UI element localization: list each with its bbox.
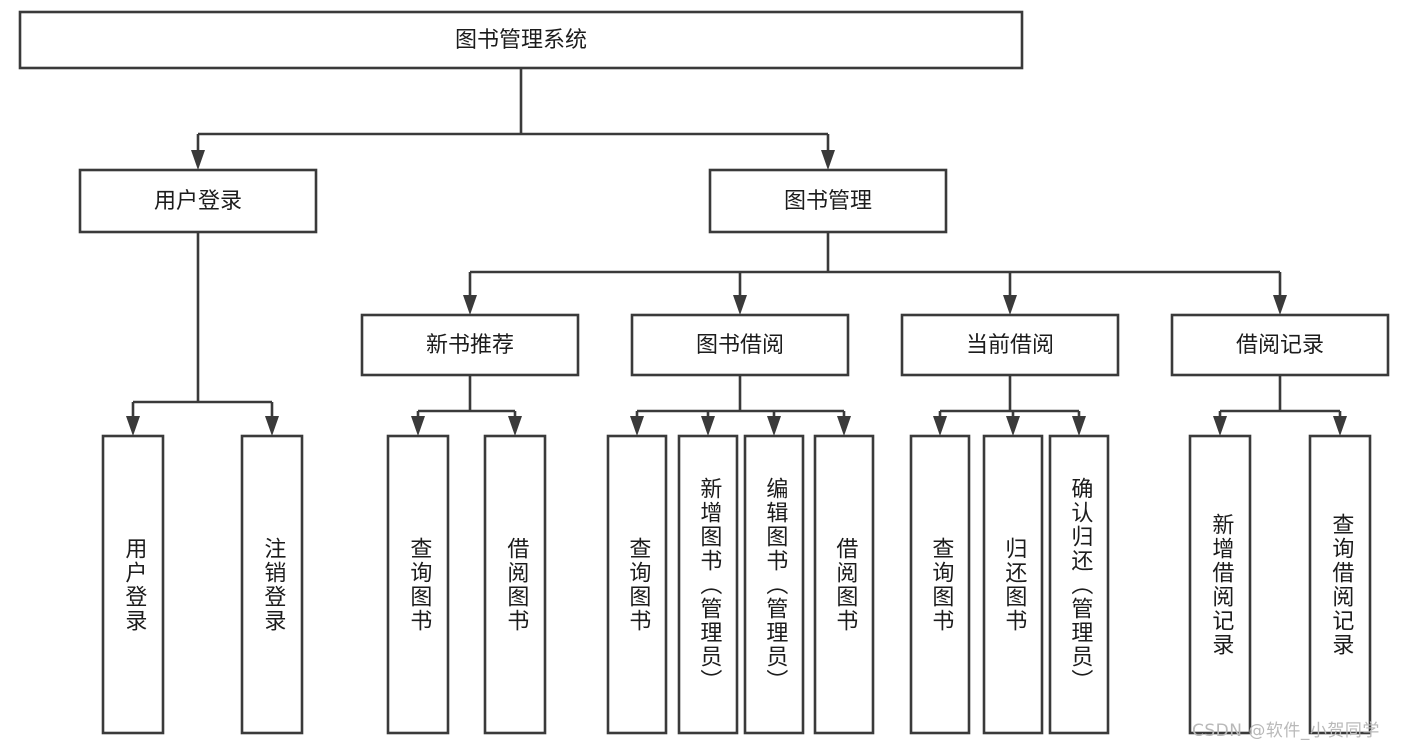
leaf-box-leaf-borrow-book-2[interactable]	[813, 434, 875, 735]
leaf-box-leaf-borrow-book-1[interactable]	[483, 434, 547, 735]
node-box-current-borrow[interactable]	[900, 313, 1120, 377]
node-label-root: 图书管理系统	[455, 28, 587, 53]
node-label-book-management: 图书管理	[784, 189, 872, 214]
node-label-new-book-recommend: 新书推荐	[426, 333, 514, 358]
node-box-book-management[interactable]	[708, 168, 948, 234]
csdn-watermark: CSDN @软件_小贺同学	[1192, 721, 1380, 741]
leaf-box-leaf-query-book-2[interactable]	[606, 434, 668, 735]
connectors-group	[126, 68, 1347, 436]
leaf-box-leaf-query-record[interactable]	[1308, 434, 1372, 735]
leaf-box-leaf-return-book[interactable]	[982, 434, 1044, 735]
node-label-borrow-record: 借阅记录	[1236, 333, 1324, 358]
node-label-current-borrow: 当前借阅	[966, 333, 1054, 358]
node-box-user-login[interactable]	[78, 168, 318, 234]
node-box-new-book-recommend[interactable]	[360, 313, 580, 377]
boxes-group	[18, 10, 1390, 735]
leaf-box-leaf-add-book[interactable]	[677, 434, 739, 735]
leaf-box-leaf-query-book-3[interactable]	[909, 434, 971, 735]
leaf-box-leaf-edit-book[interactable]	[743, 434, 805, 735]
node-label-book-borrow: 图书借阅	[696, 333, 784, 358]
node-box-borrow-record[interactable]	[1170, 313, 1390, 377]
leaf-box-leaf-user-login[interactable]	[101, 434, 165, 735]
leaf-box-leaf-query-book-1[interactable]	[386, 434, 450, 735]
node-box-book-borrow[interactable]	[630, 313, 850, 377]
leaf-box-leaf-confirm-return[interactable]	[1048, 434, 1110, 735]
node-label-user-login: 用户登录	[154, 189, 242, 214]
node-box-root[interactable]	[18, 10, 1024, 70]
leaf-box-leaf-user-logout[interactable]	[240, 434, 304, 735]
leaf-box-leaf-add-record[interactable]	[1188, 434, 1252, 735]
